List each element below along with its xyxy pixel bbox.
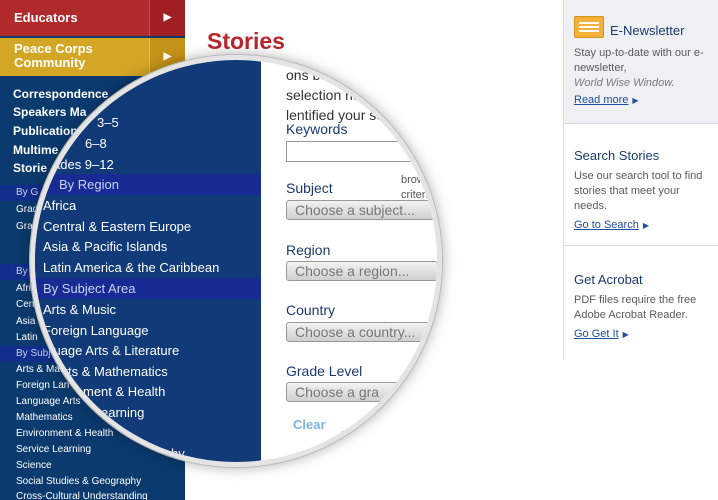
nav-sub-item[interactable]: Cen	[16, 299, 35, 310]
acrobat-text: PDF files require the free Adobe Acrobat…	[574, 294, 697, 321]
region-heading: By Region	[35, 174, 261, 195]
page-title: Stories	[207, 28, 285, 54]
nav-sub-item[interactable]: Science	[16, 460, 52, 471]
country-select[interactable]: Choose a country...	[286, 322, 437, 342]
arrow-right-icon: ▶	[642, 221, 649, 230]
magnified-navigation: 3–5 6–8 ades 9–12 By Region Africa Centr…	[35, 60, 261, 462]
keywords-input[interactable]	[286, 141, 436, 162]
mini-select[interactable]: ▲▼	[341, 431, 401, 447]
grade-item[interactable]: ades 9–12	[53, 157, 114, 172]
keywords-label: Keywords	[286, 121, 348, 137]
main-content: Stories	[185, 0, 563, 500]
right-sidebar: E-Newsletter Stay up-to-date with our e-…	[563, 0, 718, 360]
magnified-search-form: ons below to find a story that selection…	[261, 60, 438, 467]
newsletter-name: World Wise Window.	[574, 77, 675, 89]
acrobat-title: Get Acrobat	[574, 272, 643, 287]
search-stories-block: Search Stories Use our search tool to fi…	[564, 124, 718, 246]
educators-tab[interactable]: Educators ▶	[0, 0, 185, 36]
nav-sub-item[interactable]: Social Studies & Geography	[16, 476, 142, 487]
region-select[interactable]: Choose a region...	[286, 261, 437, 281]
search-stories-text: Use our search tool to find stories that…	[574, 170, 703, 212]
clear-button[interactable]: Clear	[293, 417, 326, 432]
subject-item[interactable]: graphy	[145, 446, 185, 461]
region-item-latin-america[interactable]: Latin America & the Caribbean	[43, 260, 220, 275]
nav-sub-item[interactable]: Grad	[16, 204, 39, 215]
arrow-right-icon: ▶	[622, 330, 629, 339]
magnifier-lens: 3–5 6–8 ades 9–12 By Region Africa Centr…	[30, 55, 442, 467]
region-label: Region	[286, 242, 331, 258]
grade-item[interactable]: 6–8	[85, 136, 107, 151]
newsletter-icon	[574, 16, 604, 38]
newsletter-link-row: Read more▶	[574, 90, 639, 108]
nav-sub-item[interactable]: Asia	[16, 316, 36, 327]
educators-tab-label: Educators	[14, 10, 78, 25]
nav-sub-item[interactable]: Grad	[16, 221, 39, 232]
subject-select[interactable]: Choose a subject...	[286, 200, 437, 220]
newsletter-block: E-Newsletter Stay up-to-date with our e-…	[564, 0, 718, 124]
grade-item[interactable]: 3–5	[97, 115, 119, 130]
grade-level-select[interactable]: Choose a gra	[286, 382, 402, 402]
acrobat-block: Get Acrobat PDF files require the free A…	[564, 246, 718, 360]
subject-item[interactable]: earning	[101, 405, 145, 420]
search-stories-title: Search Stories	[574, 148, 660, 163]
arrow-right-icon: ▶	[632, 96, 639, 105]
subject-item[interactable]: nguage Arts & Literature	[39, 343, 180, 358]
subject-item[interactable]: Foreign Language	[43, 323, 149, 338]
search-note-text: browse our entire criteria.	[401, 174, 438, 201]
arrow-right-icon: ▶	[149, 0, 185, 36]
region-item-africa[interactable]: Africa	[43, 198, 77, 213]
nav-sub-item[interactable]: Latin	[16, 332, 38, 343]
grade-level-label: Grade Level	[286, 363, 363, 379]
search-link-row: Go to Search▶	[574, 215, 709, 233]
spinner-arrows-icon: ▲▼	[388, 432, 400, 446]
subject-label: Subject	[286, 180, 333, 196]
acrobat-link-row: Go Get It▶	[574, 324, 709, 342]
subject-heading: By Subject Area	[35, 278, 261, 299]
nav-sub-item[interactable]: Cross-Cultural Understanding	[16, 491, 148, 500]
subject-item[interactable]: Arts & Music	[43, 302, 116, 317]
subject-item[interactable]: Arts & Mathematics	[55, 364, 168, 379]
search-intro-text: ons below to find a story that selection…	[286, 67, 437, 123]
submit-search-button[interactable]: Submit Search ▸	[302, 458, 388, 467]
newsletter-desc: Stay up-to-date with our e-newsletter,	[574, 47, 704, 74]
country-label: Country	[286, 302, 336, 318]
go-to-search-link[interactable]: Go to Search	[574, 219, 639, 231]
newsletter-text: Stay up-to-date with our e-newsletter, W…	[574, 46, 709, 91]
newsletter-title: E-Newsletter	[610, 23, 685, 38]
region-item-europe[interactable]: Central & Eastern Europe	[43, 219, 192, 234]
go-get-it-link[interactable]: Go Get It	[574, 328, 619, 340]
read-more-link[interactable]: Read more	[574, 94, 629, 106]
nav-sub-item[interactable]: Afri	[16, 283, 31, 294]
subject-item[interactable]: ment & Health	[83, 384, 166, 399]
region-item-asia[interactable]: Asia & Pacific Islands	[43, 239, 168, 254]
